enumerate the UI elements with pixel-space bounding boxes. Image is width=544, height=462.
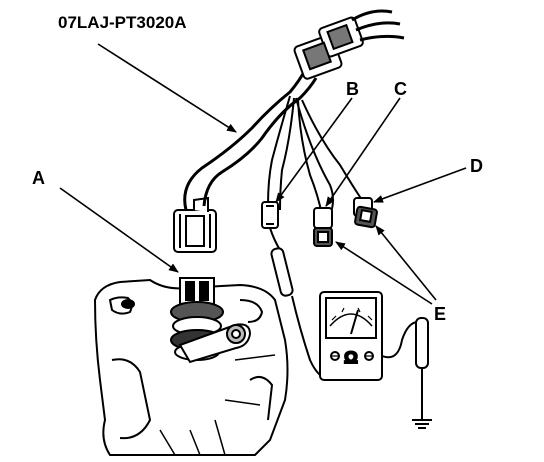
harness-connector-upper: [293, 9, 405, 80]
leader-lines: [59, 43, 467, 305]
leader-a: [59, 187, 179, 273]
sensor-a: [170, 277, 252, 364]
terminal-c: [313, 207, 333, 247]
terminal-b: [261, 201, 279, 229]
tool-number-label: 07LAJ-PT3020A: [58, 13, 187, 32]
leader-d: [373, 167, 467, 203]
leader-tool: [97, 43, 237, 133]
harness-connector-lower: [173, 196, 217, 253]
label-a: A: [32, 168, 45, 188]
harness-cable: [183, 69, 318, 211]
leader-e-2: [375, 225, 437, 301]
ground-lead: [381, 317, 432, 429]
label-b: B: [346, 79, 359, 99]
label-d: D: [470, 156, 483, 176]
leader-e-1: [335, 241, 433, 305]
ohm-symbol: Ω: [344, 348, 358, 367]
leader-c: [325, 97, 401, 207]
label-e: E: [434, 304, 446, 324]
terminal-d: [353, 197, 378, 229]
multimeter: Ω: [319, 291, 383, 381]
label-c: C: [394, 79, 407, 99]
leader-b: [275, 97, 353, 203]
